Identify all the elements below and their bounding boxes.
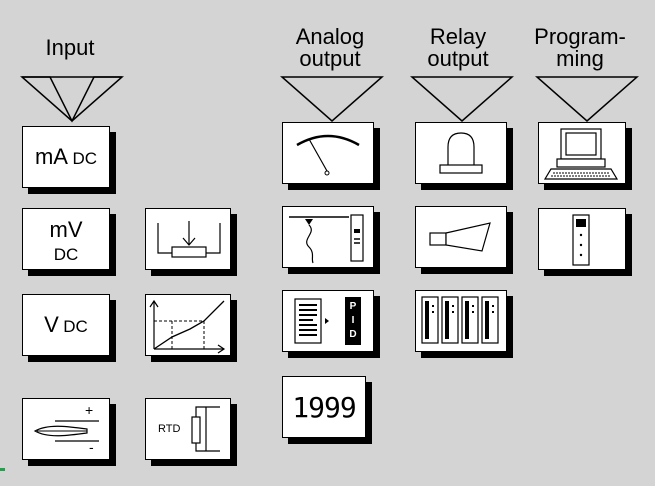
header-relay-line1: Relay bbox=[429, 24, 487, 49]
v-unit: DC bbox=[63, 317, 88, 336]
header-input: Input bbox=[45, 35, 95, 60]
mv-label: mV bbox=[49, 217, 83, 242]
edge-mark bbox=[0, 468, 5, 471]
header-analog-output: Analog output bbox=[280, 26, 380, 70]
analog-meter-box bbox=[282, 122, 374, 184]
horn-icon bbox=[429, 222, 491, 252]
chart-recorder-icon bbox=[289, 214, 364, 264]
header-analog-line1: Analog bbox=[295, 24, 365, 49]
relay-modules-icon bbox=[421, 296, 499, 344]
programming-pc-box bbox=[538, 122, 626, 184]
header-programming: Program- ming bbox=[520, 26, 640, 70]
input-mv-dc-box: mV DC bbox=[22, 208, 110, 270]
display-value: 1999 bbox=[292, 391, 356, 424]
analog-meter-icon bbox=[296, 134, 360, 176]
programming-module-box bbox=[538, 208, 626, 270]
analog-display-box: 1999 bbox=[282, 376, 366, 438]
v-label: V bbox=[44, 312, 59, 337]
input-thermocouple-box: + - bbox=[22, 398, 110, 460]
analog-chart-recorder-box bbox=[282, 206, 374, 268]
header-analog-line2: output bbox=[299, 46, 361, 71]
rtd-label: RTD bbox=[158, 423, 181, 435]
ma-unit: DC bbox=[72, 149, 97, 168]
arrow-analog-icon bbox=[280, 76, 384, 122]
header-prog-line2: ming bbox=[556, 46, 604, 71]
input-ma-dc-box: mA DC bbox=[22, 126, 110, 188]
header-relay-line2: output bbox=[427, 46, 489, 71]
input-potentiometer-box bbox=[145, 208, 231, 270]
header-relay-output: Relay output bbox=[408, 26, 508, 70]
relay-horn-box bbox=[415, 206, 507, 268]
linearization-graph-icon bbox=[149, 299, 226, 354]
relay-modules-box bbox=[415, 290, 507, 352]
potentiometer-icon bbox=[157, 221, 221, 258]
arrow-input-icon bbox=[20, 76, 124, 123]
input-rtd-box: RTD bbox=[145, 398, 231, 460]
arrow-relay-icon bbox=[410, 76, 514, 122]
input-linearization-box bbox=[145, 294, 231, 356]
header-prog-line1: Program- bbox=[534, 24, 626, 49]
pid-letters: P I D bbox=[349, 301, 357, 340]
input-v-dc-box: V DC bbox=[22, 294, 110, 356]
rtd-sensor-icon bbox=[191, 406, 220, 452]
mv-unit: DC bbox=[53, 245, 79, 264]
pid-controller-icon bbox=[294, 297, 361, 345]
arrow-programming-icon bbox=[535, 76, 639, 122]
tc-plus-label: + bbox=[85, 402, 94, 418]
computer-icon bbox=[543, 128, 619, 180]
warning-lamp-icon bbox=[439, 132, 483, 174]
device-module-icon bbox=[572, 214, 590, 266]
analog-pid-controller-box: P I D bbox=[282, 290, 374, 352]
relay-lamp-box bbox=[415, 122, 507, 184]
tc-minus-label: - bbox=[89, 439, 94, 455]
ma-label: mA bbox=[34, 144, 68, 169]
thermocouple-icon bbox=[33, 420, 99, 442]
